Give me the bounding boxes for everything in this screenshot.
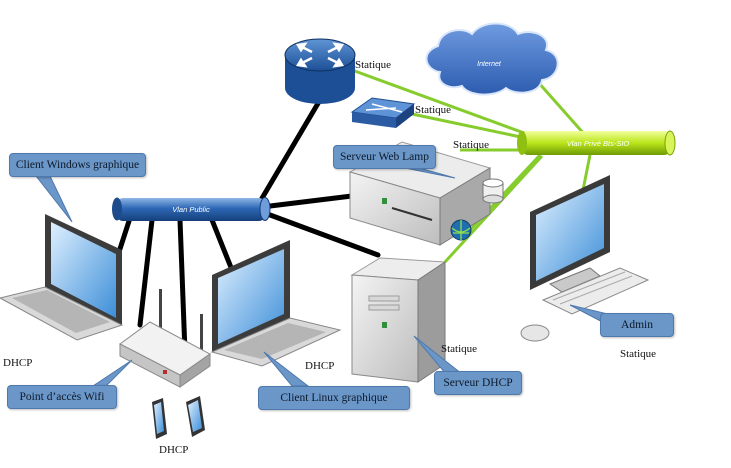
admin-desktop-icon [520, 175, 650, 342]
callout-wifi: Point d’accès Wifi [7, 385, 117, 409]
switch-icon [350, 97, 416, 128]
web-globe-icon [450, 219, 472, 241]
admin-ip-label: Statique [620, 348, 657, 360]
windows-client-ip-label: DHCP [3, 357, 33, 369]
vlan-private-tube [517, 130, 676, 156]
callout-dhcp-server: Serveur DHCP [434, 371, 522, 395]
callout-linux: Client Linux graphique [258, 386, 410, 410]
vlan-private-label: Vlan Privé Bts-SIO [567, 139, 630, 148]
internet-cloud-icon [425, 22, 559, 96]
router-ip-label: Statique [355, 59, 392, 71]
switch-ip-label: Statique [415, 104, 452, 116]
vlan-public-label: Vlan Public [172, 205, 210, 214]
wifi-access-point-icon [119, 289, 211, 388]
windows-laptop-icon [0, 214, 124, 341]
linux-laptop-icon [210, 240, 342, 367]
tablets-ip-label: DHCP [159, 444, 189, 456]
public-links [115, 97, 381, 355]
database-icon [482, 178, 504, 204]
router-icon [284, 38, 356, 104]
callout-web-lamp: Serveur Web Lamp [333, 145, 436, 169]
linux-client-ip-label: DHCP [305, 360, 335, 372]
callout-pointers [34, 166, 613, 389]
vlan-public-tube [112, 197, 271, 221]
tablets-icon [152, 396, 205, 439]
web-server-ip-label: Statique [453, 139, 490, 151]
dhcp-server-ip-label: Statique [441, 343, 478, 355]
callout-client-windows: Client Windows graphique [9, 153, 146, 177]
callout-admin: Admin [600, 313, 674, 337]
internet-label: Internet [477, 61, 502, 68]
dhcp-server-icon [350, 257, 447, 383]
